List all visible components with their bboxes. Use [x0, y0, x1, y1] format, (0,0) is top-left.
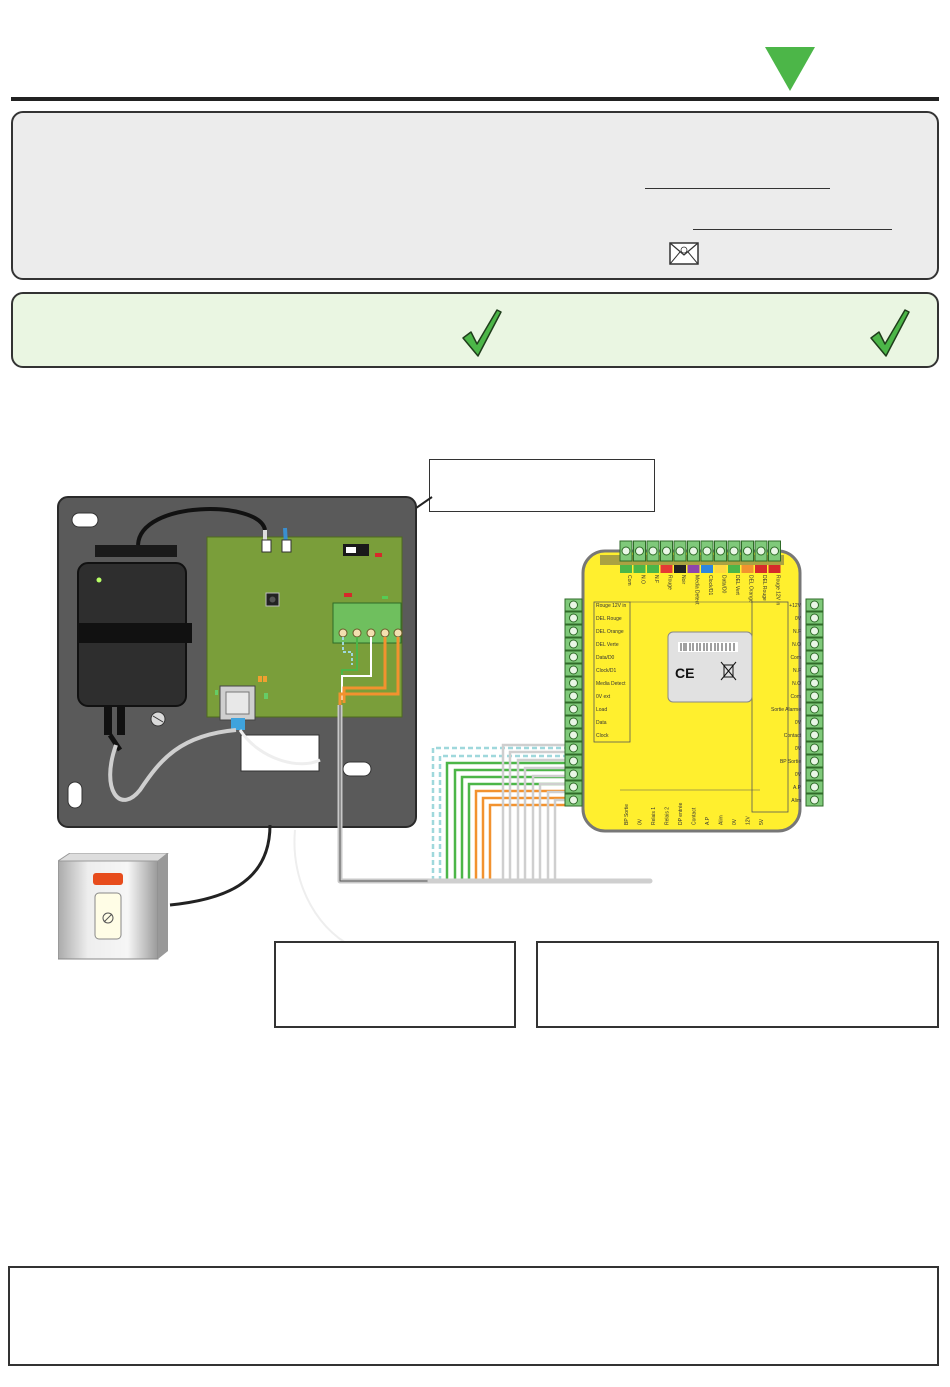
terminal-label: Com — [626, 575, 632, 586]
terminal-label: DEL Orange — [596, 629, 624, 635]
terminal-label: 0V ext — [596, 694, 611, 700]
terminal-label: Media Detect — [596, 681, 626, 687]
terminal-label: DEL Rouge — [761, 575, 767, 601]
page-marker-icon — [765, 47, 815, 92]
terminal-label: N.O — [640, 575, 646, 584]
terminal-label: +12V — [789, 603, 801, 609]
terminal-label: BP Sortie — [780, 759, 801, 765]
weee-bin-icon — [720, 661, 737, 681]
housing-slot-icon — [67, 781, 83, 809]
terminal-label: A.P — [705, 816, 711, 825]
header-rule — [11, 97, 939, 101]
wire-color-swatch — [674, 565, 686, 573]
terminal-label: Contact — [692, 807, 698, 825]
wire-color-swatch — [768, 565, 781, 573]
terminal-label: Media Detect — [694, 575, 700, 605]
terminal-label: 0V — [795, 720, 802, 726]
terminal-label: Data/D0 — [596, 655, 615, 661]
terminal-label: Sortie Alarme — [771, 707, 801, 713]
checkmark-icon — [461, 308, 503, 358]
terminal-label: 12V — [746, 815, 752, 825]
terminal-label: DEL Orange — [748, 575, 754, 603]
housing-slot-icon — [71, 512, 99, 528]
siren-cable — [169, 825, 360, 951]
wire-color-swatch — [620, 565, 632, 573]
siren-device — [56, 852, 170, 960]
wire-color-swatch — [755, 565, 767, 573]
checkmark-icon — [869, 308, 911, 358]
terminal-label: 5V — [759, 818, 765, 825]
terminal-label: Com — [790, 655, 801, 661]
terminal-label: Relais 1 — [651, 807, 657, 825]
power-supply-strap — [78, 623, 192, 643]
terminal-label: DEL Verte — [596, 642, 619, 648]
wire-color-swatch — [728, 565, 740, 573]
terminal-label: N.F — [653, 575, 659, 583]
terminal-label: Noir — [680, 575, 686, 585]
terminal-label: Load — [596, 707, 607, 713]
terminal-label: Rouge 12V in — [775, 575, 781, 606]
terminal-label: BP Sortie — [624, 804, 630, 825]
terminal-label: Contact — [784, 733, 802, 739]
wire-color-swatch — [701, 565, 713, 573]
cable-entry — [240, 734, 320, 772]
check-panel — [11, 292, 939, 368]
terminal-label: Rouge — [667, 575, 673, 590]
terminal-label: N.F — [793, 629, 801, 635]
power-supply-clip — [95, 545, 177, 557]
terminal-label: 0V — [732, 818, 738, 825]
terminal-label: Data — [596, 720, 607, 726]
callout-box-switch — [429, 459, 655, 512]
power-led-icon — [96, 577, 102, 583]
wire-color-swatch — [660, 565, 673, 573]
terminal-label: Clock/D1 — [596, 668, 617, 674]
terminal-label: DEL Rouge — [596, 616, 622, 622]
terminal-label: Alim — [719, 815, 725, 825]
terminal-label: Clock — [596, 733, 609, 739]
wire-color-swatch — [741, 565, 754, 573]
terminal-label: N.F — [793, 668, 801, 674]
callout-box-right — [536, 941, 939, 1028]
info-panel — [11, 111, 939, 280]
callout-box-left — [274, 941, 516, 1028]
footer-panel — [8, 1266, 939, 1366]
terminal-label: 0V — [795, 772, 802, 778]
terminal-label: Data/D0 — [721, 575, 727, 594]
terminal-label: Com — [790, 694, 801, 700]
info-underline-1 — [645, 188, 830, 189]
terminal-label: Clock/D1 — [707, 575, 713, 596]
info-underline-2 — [693, 229, 892, 230]
terminal-label: DEL Vert — [734, 575, 740, 595]
terminal-label: N.O — [792, 642, 801, 648]
wire-color-swatch — [647, 565, 659, 573]
terminal-label: DP entrée — [678, 802, 684, 825]
terminal-label: 0V — [795, 746, 802, 752]
terminal-label: 0V — [638, 818, 644, 825]
terminal-label: N.O — [792, 681, 801, 687]
housing-slot-icon — [342, 761, 372, 777]
wire-color-swatch — [633, 565, 646, 573]
terminal-label: Rouge 12V in — [596, 603, 627, 609]
terminal-label: 0V — [795, 616, 802, 622]
terminal-label: A.P — [793, 785, 802, 791]
terminal-label: Alim — [791, 798, 801, 804]
wire-color-swatch — [687, 565, 700, 573]
wire-color-swatch — [714, 565, 727, 573]
terminal-label: Relais 2 — [665, 807, 671, 825]
envelope-icon[interactable] — [669, 242, 699, 265]
ce-mark: CE — [675, 665, 694, 681]
